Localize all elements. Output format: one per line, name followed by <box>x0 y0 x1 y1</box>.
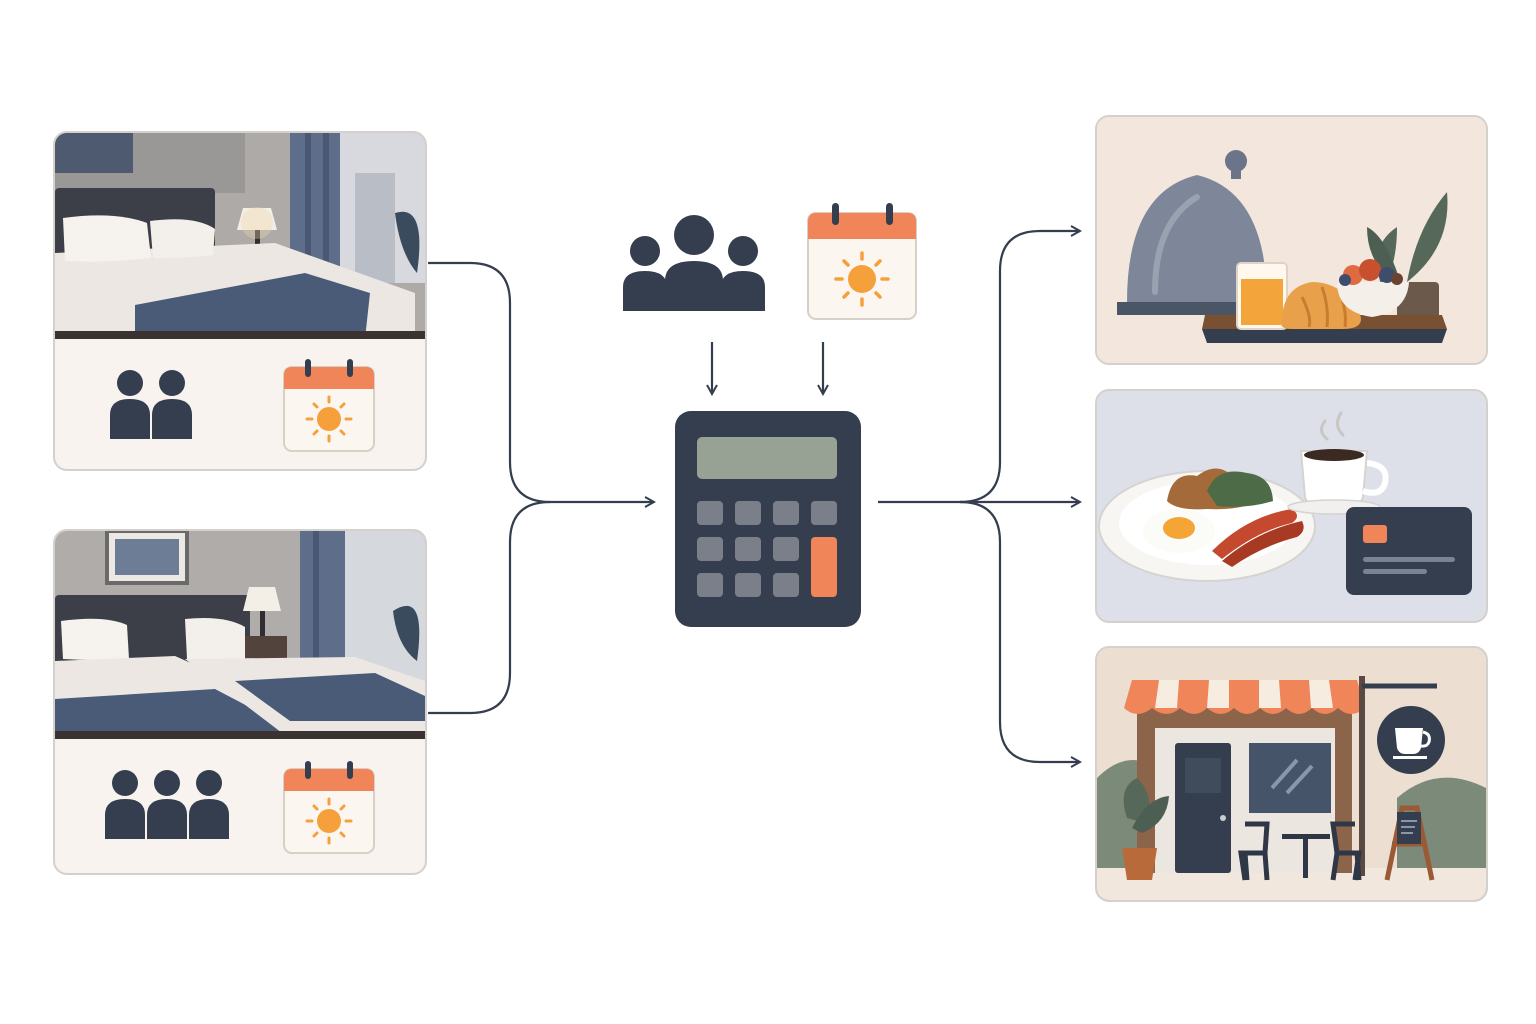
three-guests-icon <box>623 215 765 311</box>
output-card-room-service[interactable] <box>1095 115 1488 365</box>
connector-room1-to-calculator <box>428 261 654 502</box>
sun-calendar-icon <box>283 359 375 452</box>
cafe-storefront-image <box>1097 648 1486 900</box>
room-service-cloche-icon <box>1097 117 1486 363</box>
sun-calendar-icon <box>283 761 375 854</box>
room-info-panel <box>55 337 425 469</box>
room-card-twin[interactable] <box>53 529 427 875</box>
output-card-breakfast-payment[interactable] <box>1095 389 1488 623</box>
output-card-nearby-cafe[interactable] <box>1095 646 1488 902</box>
sun-calendar-icon <box>807 203 917 320</box>
connector-room2-to-calculator <box>428 500 551 715</box>
connector-to-output-cafe <box>959 500 1080 762</box>
double-bed-room-image <box>55 133 425 339</box>
room-info-panel <box>55 737 425 873</box>
three-guests-icon <box>105 770 229 839</box>
two-guests-icon <box>110 370 192 439</box>
room-card-double[interactable] <box>53 131 427 471</box>
calculator-icon[interactable] <box>673 409 863 629</box>
twin-bed-room-image <box>55 531 425 739</box>
connector-to-output-room-service <box>959 231 1080 504</box>
breakfast-plate-and-credit-card-image <box>1097 391 1486 621</box>
